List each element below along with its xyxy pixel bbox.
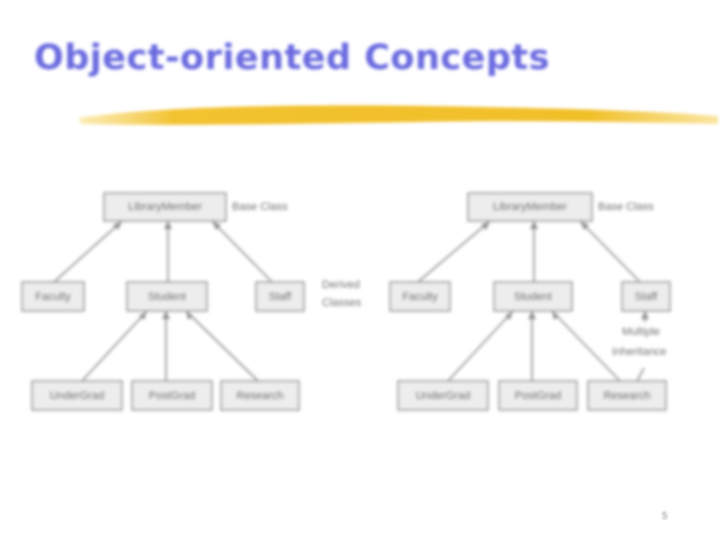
node-research: Research bbox=[587, 380, 667, 411]
edge-research-to-student bbox=[185, 310, 259, 382]
node-label: Student bbox=[148, 291, 186, 303]
edge-staff-to-librarymember bbox=[211, 220, 273, 283]
arrowhead bbox=[580, 221, 589, 230]
node-librarymember: LibraryMember bbox=[467, 192, 593, 222]
edge-staff-to-librarymember bbox=[579, 220, 641, 283]
slide-title: Object-oriented Concepts bbox=[34, 38, 550, 78]
diagram-content: LibraryMember Base Class Faculty Student… bbox=[21, 192, 671, 411]
arrowhead bbox=[505, 311, 513, 320]
edge-research-to-student bbox=[551, 310, 621, 382]
arrowhead bbox=[481, 221, 490, 230]
multiple-inheritance-label-line2: Inheritance bbox=[612, 346, 666, 358]
arrowhead bbox=[164, 221, 172, 229]
arrowhead bbox=[113, 221, 122, 230]
edge-undergrad-to-student bbox=[447, 310, 514, 382]
arrowhead bbox=[212, 221, 221, 230]
node-student: Student bbox=[126, 281, 208, 312]
node-postgrad: PostGrad bbox=[498, 380, 578, 411]
node-student: Student bbox=[493, 281, 573, 312]
arrowhead bbox=[139, 311, 147, 320]
node-label: Research bbox=[603, 390, 650, 402]
node-label: Staff bbox=[635, 291, 658, 303]
derived-classes-label-line2: Classes bbox=[322, 297, 362, 309]
node-staff: Staff bbox=[621, 281, 671, 312]
node-postgrad: PostGrad bbox=[131, 380, 213, 411]
edge-faculty-to-librarymember bbox=[417, 220, 491, 283]
multiple-inheritance-label-line1: Multiple bbox=[622, 326, 660, 338]
edge-faculty-to-librarymember bbox=[53, 220, 123, 283]
node-label: LibraryMember bbox=[128, 201, 202, 213]
node-label: Research bbox=[236, 390, 283, 402]
node-label: PostGrad bbox=[515, 390, 561, 402]
node-label: Faculty bbox=[402, 291, 438, 303]
derived-classes-label-line1: Derived bbox=[322, 279, 360, 291]
node-label: LibraryMember bbox=[493, 201, 567, 213]
edge-undergrad-to-student bbox=[81, 310, 148, 382]
node-faculty: Faculty bbox=[389, 281, 451, 312]
edge-research-to-staff bbox=[636, 367, 645, 382]
base-class-label: Base Class bbox=[232, 201, 288, 213]
arrowhead bbox=[162, 311, 170, 319]
arrowhead bbox=[641, 311, 649, 319]
node-label: PostGrad bbox=[149, 390, 195, 402]
page-number: 5 bbox=[662, 511, 668, 522]
node-librarymember: LibraryMember bbox=[103, 192, 227, 222]
node-undergrad: UnderGrad bbox=[397, 380, 489, 411]
node-label: Staff bbox=[269, 291, 292, 303]
arrowhead bbox=[186, 311, 193, 320]
node-label: Faculty bbox=[35, 291, 71, 303]
base-class-label: Base Class bbox=[598, 201, 654, 213]
arrowhead bbox=[528, 311, 536, 319]
node-faculty: Faculty bbox=[21, 281, 85, 312]
node-research: Research bbox=[220, 380, 300, 411]
node-undergrad: UnderGrad bbox=[31, 380, 123, 411]
node-staff: Staff bbox=[255, 281, 305, 312]
node-label: Student bbox=[514, 291, 552, 303]
multiple-inheritance-diagram: LibraryMember Base Class Faculty Student… bbox=[389, 192, 671, 411]
arrowhead bbox=[530, 221, 538, 229]
arrowhead bbox=[552, 311, 559, 320]
node-label: UnderGrad bbox=[50, 390, 104, 402]
title-underline-brush bbox=[78, 105, 718, 125]
node-label: UnderGrad bbox=[416, 390, 470, 402]
single-inheritance-diagram: LibraryMember Base Class Faculty Student… bbox=[21, 192, 305, 411]
